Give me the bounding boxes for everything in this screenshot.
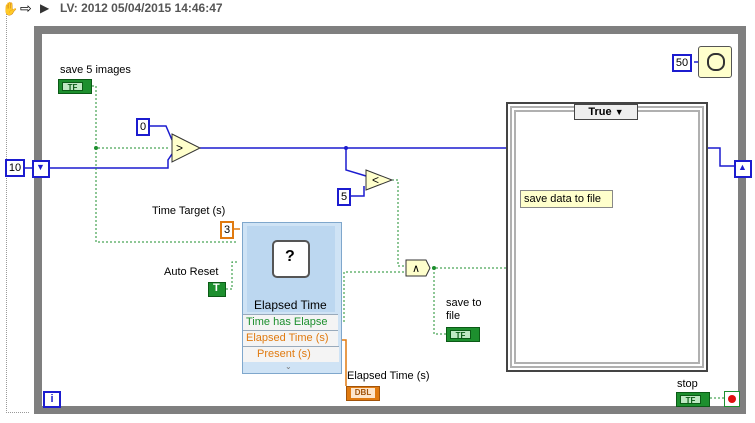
run-icon[interactable]: ▶ bbox=[40, 1, 50, 15]
tf-text: TF bbox=[680, 395, 701, 405]
save5-terminal[interactable]: TF bbox=[58, 79, 92, 94]
red-stop-dot-icon bbox=[728, 395, 736, 403]
time-target-const[interactable]: 3 bbox=[220, 221, 234, 239]
elapsed-out-indicator[interactable]: DBL bbox=[346, 386, 380, 401]
out-present[interactable]: Present (s) bbox=[243, 346, 339, 362]
stop-label: stop bbox=[677, 378, 698, 390]
out-elapsed-time[interactable]: Elapsed Time (s) bbox=[243, 330, 338, 346]
auto-reset-label: Auto Reset bbox=[164, 266, 219, 278]
dropdown-arrow-icon: ▼ bbox=[614, 107, 624, 117]
auto-reset-const[interactable]: T bbox=[208, 282, 226, 297]
dotted-wire bbox=[6, 14, 29, 413]
shift-register-right[interactable]: ▲ bbox=[734, 160, 752, 178]
up-arrow-icon: ▲ bbox=[738, 162, 747, 172]
save5-label: save 5 images bbox=[60, 64, 131, 76]
arrow-icon[interactable]: ⇨ bbox=[20, 0, 32, 16]
expand-chevron-icon[interactable]: ⌄ bbox=[285, 362, 292, 371]
tf-text: TF bbox=[450, 330, 471, 340]
loop-count-const[interactable]: 50 bbox=[672, 54, 692, 72]
svg-text:∧: ∧ bbox=[412, 263, 420, 275]
elapsed-out-label: Elapsed Time (s) bbox=[347, 370, 430, 382]
window-title: LV: 2012 05/04/2015 14:46:47 bbox=[60, 1, 223, 15]
express-vi-title: Elapsed Time bbox=[254, 298, 327, 312]
case-selector-label: True bbox=[588, 106, 612, 118]
tf-text: TF bbox=[62, 82, 83, 92]
true-t-text: T bbox=[213, 282, 220, 294]
iteration-terminal[interactable]: i bbox=[43, 391, 61, 408]
question-mark-icon: ? bbox=[285, 248, 295, 265]
shift-register-left[interactable]: ▼ bbox=[32, 160, 50, 178]
out-time-elapsed[interactable]: Time has Elapse bbox=[243, 314, 338, 330]
toolbar: ✋ ⇨ ▶ LV: 2012 05/04/2015 14:46:47 bbox=[0, 0, 755, 17]
svg-text:>: > bbox=[176, 141, 183, 155]
save-file-indicator[interactable]: TF bbox=[446, 327, 480, 342]
case-selector[interactable]: True ▼ bbox=[574, 104, 638, 120]
wait-timer-icon[interactable] bbox=[698, 46, 732, 78]
clock-icon: ? bbox=[272, 240, 310, 278]
shift-register-init[interactable]: 10 bbox=[5, 159, 25, 177]
svg-text:<: < bbox=[372, 173, 379, 187]
stop-condition-icon[interactable] bbox=[724, 391, 740, 407]
save-file-label: save to file bbox=[446, 297, 482, 322]
hand-icon[interactable]: ✋ bbox=[2, 1, 19, 16]
case-structure[interactable] bbox=[506, 102, 708, 372]
time-target-label: Time Target (s) bbox=[152, 205, 226, 217]
stop-terminal[interactable]: TF bbox=[676, 392, 710, 407]
save-data-note: save data to file bbox=[520, 190, 613, 208]
stopwatch-icon bbox=[707, 53, 725, 71]
down-arrow-icon: ▼ bbox=[36, 162, 45, 172]
five-const[interactable]: 5 bbox=[337, 188, 351, 206]
zero-const[interactable]: 0 bbox=[136, 118, 150, 136]
dbl-text: DBL bbox=[351, 388, 375, 398]
